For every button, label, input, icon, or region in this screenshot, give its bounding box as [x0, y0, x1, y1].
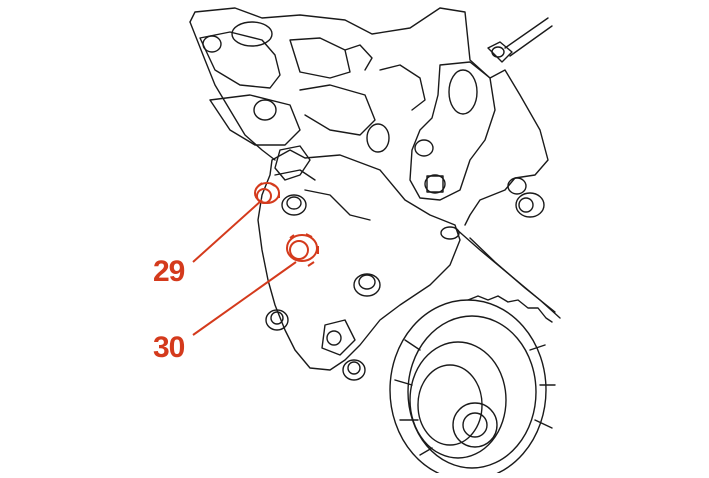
part-30-marker: [286, 233, 319, 267]
highlighted-parts: [192, 182, 319, 336]
callout-label-30: 30: [153, 331, 185, 364]
callout-label-29: 29: [153, 255, 185, 288]
leader-line-29: [192, 199, 263, 263]
leader-line-30: [192, 261, 297, 336]
part-29-marker: [254, 182, 280, 204]
sprocket: [389, 299, 556, 478]
engine-block-left: [189, 21, 276, 161]
bracket: [409, 61, 496, 201]
engine-block-outline: [189, 7, 549, 226]
cable: [504, 17, 553, 57]
pump-housing: [257, 149, 461, 371]
